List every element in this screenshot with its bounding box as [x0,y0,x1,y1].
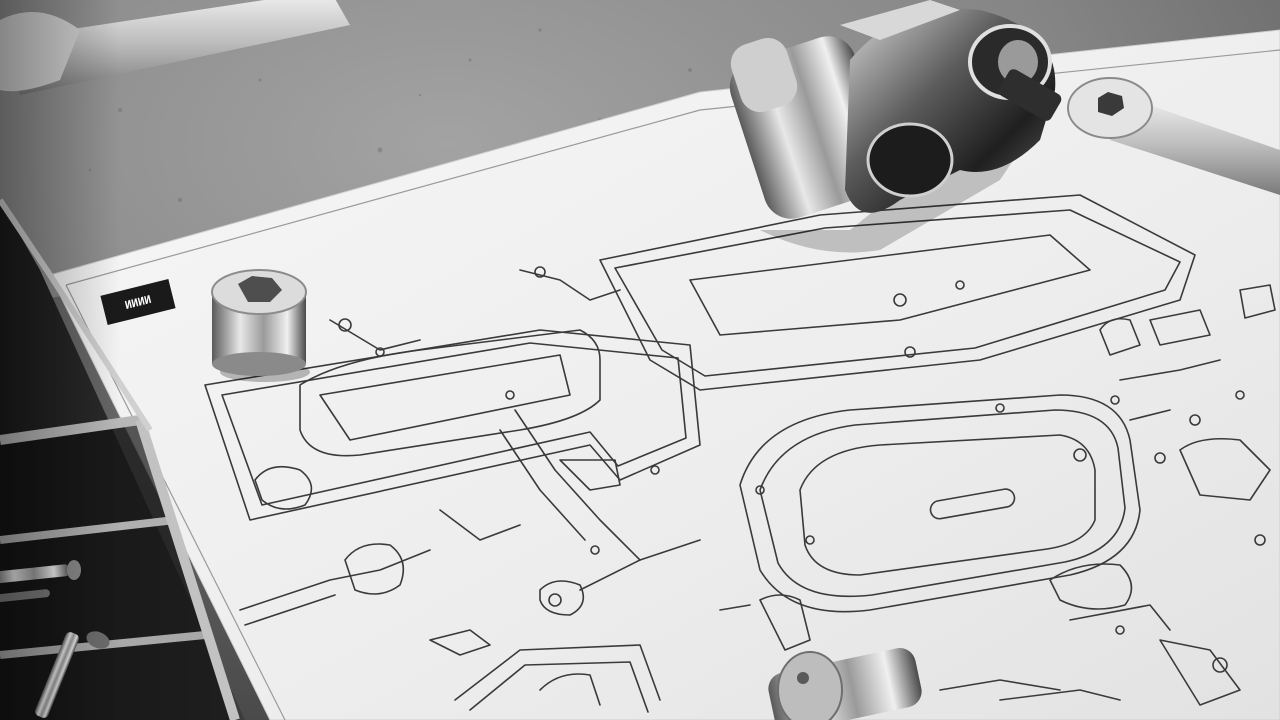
wrench-right [1067,77,1280,195]
hex-socket [211,269,310,382]
metal-clamp-part [729,0,1062,253]
paper-label: ИИИИ [124,293,153,312]
blueprint-drawing [204,194,1276,713]
metal-rod-bottom [768,648,922,720]
